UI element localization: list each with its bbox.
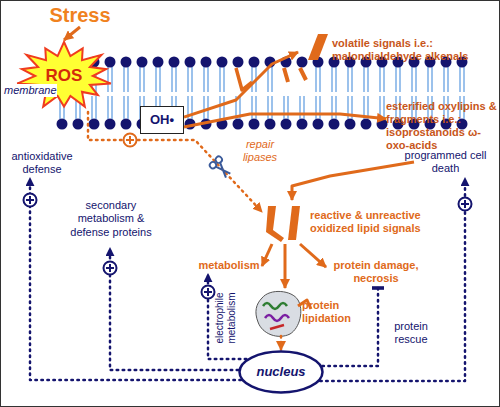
node-text: secondary metabolism & defense proteins xyxy=(68,199,154,239)
node-text: metabolism xyxy=(198,259,259,272)
edge-label: repair lipases xyxy=(232,138,288,164)
regulation-arrow xyxy=(30,178,241,380)
flow-arrow xyxy=(280,336,283,350)
flow-arrow xyxy=(184,52,298,117)
programmed-cell-death: programmed cell death xyxy=(398,146,493,178)
protein-illustration xyxy=(256,291,301,336)
node-text: esterified oxylipins & fragments i.e.: i… xyxy=(386,100,498,153)
scissors-symbol xyxy=(208,155,233,180)
regulation-arrow xyxy=(208,274,246,359)
regulation-arrow xyxy=(320,178,465,381)
nucleus-ellipse: nucleus xyxy=(238,350,324,394)
ros-starburst: ROS xyxy=(14,40,114,112)
flow-arrow xyxy=(64,27,80,40)
node-text: protein damage, necrosis xyxy=(326,259,426,285)
plus-symbol xyxy=(124,134,137,147)
node-text: antioxidative defense xyxy=(2,150,82,176)
node-text: nucleus xyxy=(256,364,305,380)
ellipse-shape xyxy=(240,352,323,393)
node-text: reactive & unreactive oxidized lipid sig… xyxy=(310,209,448,235)
node-text: protein lipidation xyxy=(302,299,364,325)
node-text: programmed cell death xyxy=(398,149,493,175)
flow-arrow xyxy=(284,244,287,288)
flow-arrow xyxy=(300,244,326,267)
volatile-signals: volatile signals i.e.: malondialdehyde a… xyxy=(298,28,494,72)
protein-damage: protein damage, necrosis xyxy=(326,256,426,288)
protein-lipidation: protein lipidation xyxy=(252,288,364,336)
oxidized-lipid-signals: reactive & unreactive oxidized lipid sig… xyxy=(262,200,448,244)
protein-helix xyxy=(263,303,287,309)
node-text: ROS xyxy=(46,66,83,86)
flow-arrow xyxy=(292,162,414,200)
plus-symbol xyxy=(24,194,37,207)
node-text: Stress xyxy=(49,3,110,27)
protein-helix xyxy=(265,315,289,321)
lipid-fragment xyxy=(288,206,300,240)
esterified-fragment xyxy=(300,68,306,80)
protein-strand xyxy=(270,325,284,329)
lipid-head xyxy=(297,57,308,68)
flow-arrow xyxy=(184,114,386,127)
radical-box: OH• xyxy=(140,106,184,134)
node-text: OH• xyxy=(150,112,174,128)
edge-label: protein rescue xyxy=(383,320,439,346)
metabolism-label: metabolism xyxy=(196,258,262,274)
gap xyxy=(278,55,310,94)
antioxidative-defense: antioxidative defense xyxy=(2,148,82,178)
edge-label: electrophile metabolism xyxy=(214,286,238,350)
lipid-head xyxy=(233,57,244,68)
volatile-fragment xyxy=(308,34,328,60)
stress-label: Stress xyxy=(45,3,115,27)
membrane-bottom-leaflet xyxy=(54,94,470,131)
flow-arrow xyxy=(262,244,272,266)
esterified-fragment xyxy=(284,68,288,82)
secondary-metabolism: secondary metabolism & defense proteins xyxy=(68,190,154,248)
node-text: volatile signals i.e.: malondialdehyde a… xyxy=(332,37,494,63)
plus-symbol xyxy=(104,262,117,275)
plus-symbol xyxy=(202,286,215,299)
free-label: membrane xyxy=(4,84,57,97)
lipid-fragment xyxy=(266,206,284,242)
plus-symbol xyxy=(459,198,472,211)
